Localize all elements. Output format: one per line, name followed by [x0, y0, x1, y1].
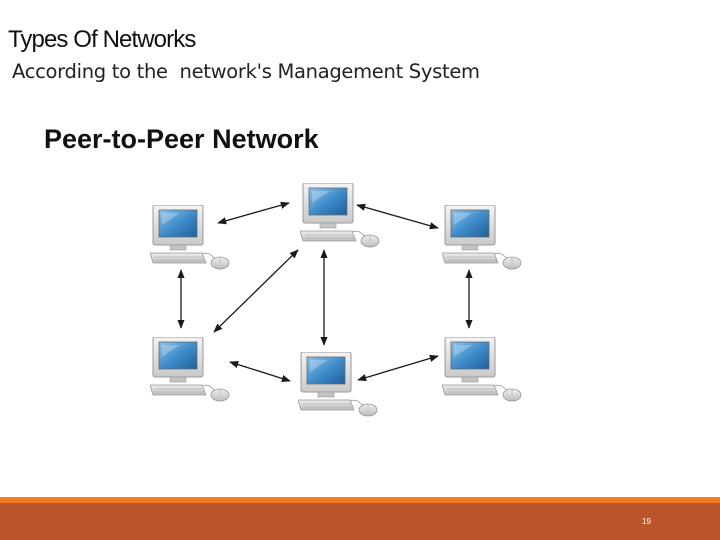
desktop-computer-icon: [150, 205, 230, 270]
slide-subtitle: According to the network's Management Sy…: [12, 60, 480, 83]
desktop-computer-icon: [300, 183, 380, 248]
computer-bottom-right: [442, 337, 522, 402]
desktop-computer-icon: [150, 337, 230, 402]
computer-bottom-center: [298, 352, 378, 417]
diagram-title: Peer-to-Peer Network: [44, 124, 319, 154]
desktop-computer-icon: [442, 205, 522, 270]
footer-accent-stripe: [0, 497, 720, 503]
link-top-center-bottom-left: [213, 249, 299, 333]
computer-top-right: [442, 205, 522, 270]
footer-bar: [0, 503, 720, 540]
link-top-center-top-right: [356, 203, 439, 230]
slide-title: Types Of Networks: [8, 26, 196, 53]
desktop-computer-icon: [298, 352, 378, 417]
computer-top-left: [150, 205, 230, 270]
computer-bottom-left: [150, 337, 230, 402]
computer-top-center: [300, 183, 380, 248]
desktop-computer-icon: [442, 337, 522, 402]
page-number: 19: [642, 517, 651, 526]
link-bottom-left-bottom-center: [229, 361, 291, 382]
link-top-left-top-center: [217, 201, 290, 225]
link-bottom-center-bottom-right: [357, 354, 439, 382]
